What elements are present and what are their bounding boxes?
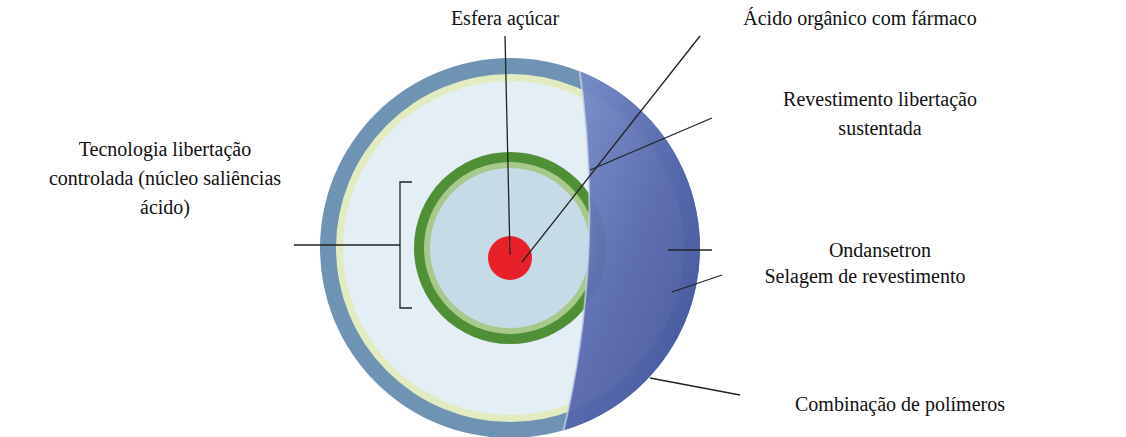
part-label: Revestimento libertação sustentada	[760, 85, 1000, 143]
part-label: Esfera açúcar	[410, 4, 600, 33]
part-label: Combinação de polímeros	[750, 390, 1050, 419]
leader-lines	[294, 36, 740, 395]
part-label: Tecnologia libertação controlada (núcleo…	[40, 135, 290, 222]
part-label: Selagem de revestimento	[730, 262, 1000, 291]
surface-cut	[560, 40, 720, 437]
part-label: Ondansetron	[760, 236, 1000, 265]
part-label: Ácido orgânico com fármaco	[690, 4, 1030, 33]
bracket	[400, 182, 412, 308]
